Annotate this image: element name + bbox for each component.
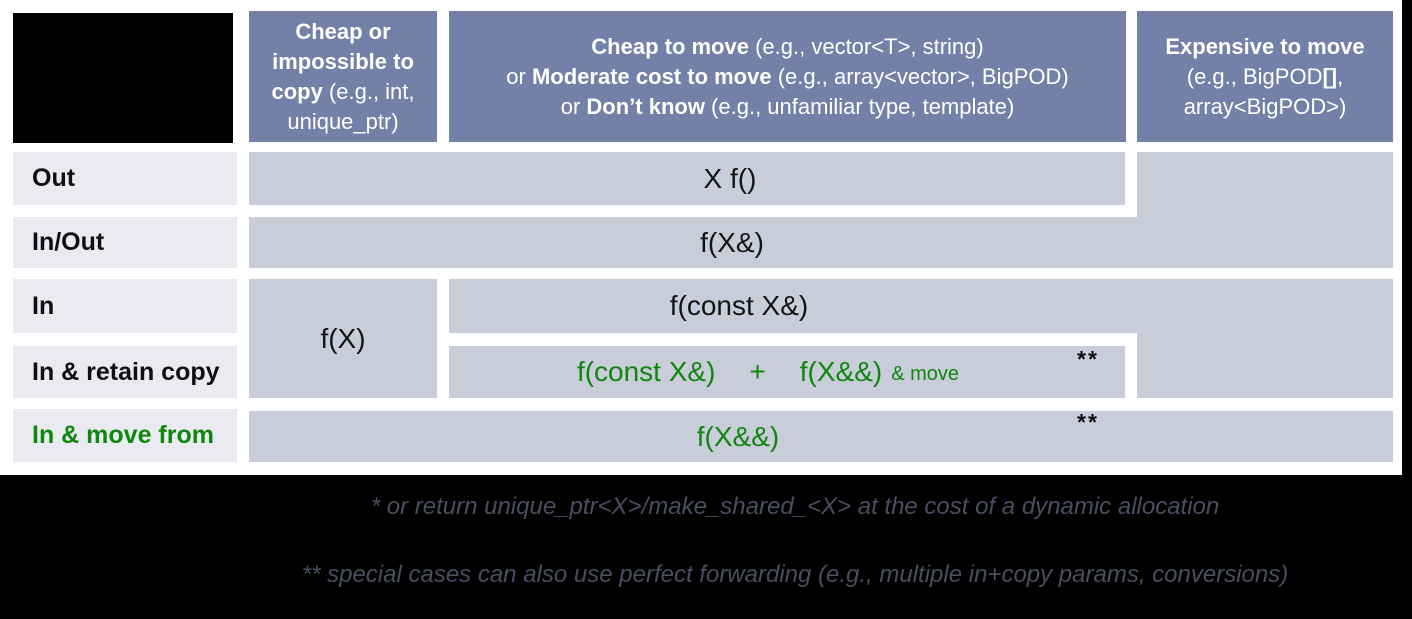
double-asterisk-marker-retain: **	[1077, 346, 1099, 372]
cell-in-retain-copy: f(const X&) + f(X&&) & move	[449, 346, 1125, 398]
column-header-cheap-copy: Cheap or impossible to copy (e.g., int, …	[249, 11, 437, 142]
code-x-f: X f()	[703, 162, 757, 194]
code-f-xrefref: f(X&&)	[696, 420, 780, 452]
header-line: copy (e.g., int,	[271, 78, 415, 104]
code-f-const-xref-green: f(const X&)	[576, 356, 716, 387]
cell-in-out: f(X&)	[249, 217, 1393, 268]
footnote-double-asterisk: ** special cases can also use perfect fo…	[301, 561, 1289, 588]
double-asterisk-marker-move: **	[1077, 409, 1099, 435]
column-header-expensive-move: Expensive to move (e.g., BigPOD[], array…	[1137, 11, 1393, 142]
header-line: or Don’t know (e.g., unfamiliar type, te…	[560, 93, 1015, 119]
code-retain-combo: f(const X&) + f(X&&) & move	[449, 346, 1087, 398]
and-move-note: & move	[891, 362, 960, 385]
header-line: Cheap or	[295, 18, 391, 44]
code-f-xref: f(X&)	[700, 226, 764, 258]
footnote-single-asterisk: * or return unique_ptr<X>/make_shared_<X…	[370, 493, 1220, 520]
column-header-cheap-or-moderate-move: Cheap to move (e.g., vector<T>, string) …	[449, 11, 1126, 142]
cell-in-other: f(const X&)	[449, 279, 1393, 333]
header-line: or Moderate cost to move (e.g., array<ve…	[506, 63, 1069, 89]
header-line: impossible to	[272, 48, 414, 74]
table-corner-black-box	[13, 13, 233, 143]
row-label-in-retain-copy: In & retain copy	[13, 346, 237, 398]
plus-sign: +	[749, 356, 766, 387]
cell-in-cheap-copy: f(X)	[249, 279, 437, 398]
code-f-xrefref-green: f(X&&)	[799, 356, 883, 387]
header-line: unique_ptr)	[287, 108, 399, 134]
header-line: array<BigPOD>)	[1183, 93, 1347, 119]
header-line: (e.g., BigPOD[],	[1186, 63, 1344, 89]
row-label-in-move-from: In & move from	[13, 409, 237, 462]
row-label-out: Out	[13, 152, 237, 205]
row-label-in: In	[13, 279, 237, 333]
code-f-const-xref: f(const X&)	[669, 290, 809, 321]
code-f-x: f(X)	[320, 322, 366, 354]
header-line: Expensive to move	[1165, 33, 1365, 59]
header-line: Cheap to move (e.g., vector<T>, string)	[591, 33, 984, 59]
cell-out: X f()	[249, 152, 1125, 205]
cell-in-move-from: f(X&&)	[249, 411, 1393, 462]
row-label-in-out: In/Out	[13, 217, 237, 268]
